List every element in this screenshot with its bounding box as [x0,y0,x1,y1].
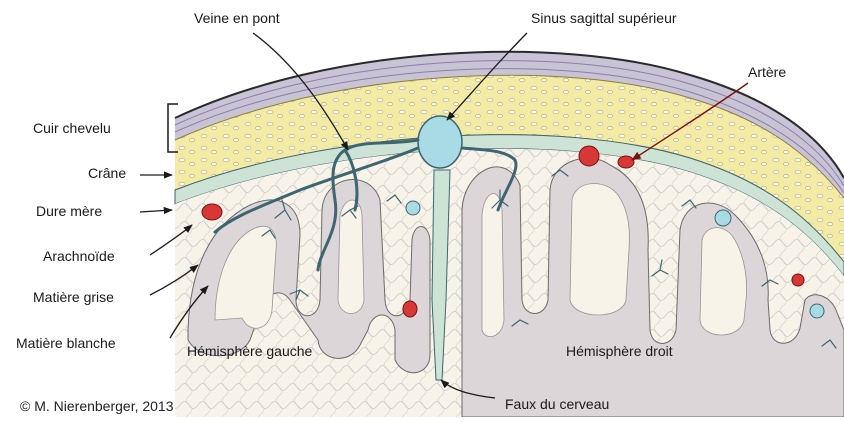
label-falx-cerebri: Faux du cerveau [505,396,609,412]
label-right-hemisphere: Hémisphère droit [566,343,673,359]
label-skull: Crâne [88,165,126,181]
label-white-matter: Matière blanche [16,335,116,351]
label-bridging-vein: Veine en pont [194,10,280,26]
label-arachnoid: Arachnoïde [43,248,115,264]
label-scalp: Cuir chevelu [33,120,111,136]
vein-dot [406,201,420,215]
artery-dot [792,274,804,286]
vein-dot [810,304,824,318]
artery-dot [202,204,222,220]
artery-dot [618,156,634,168]
label-superior-sagittal-sinus: Sinus sagittal supérieur [531,10,677,26]
vein-dot [715,210,731,226]
label-left-hemisphere: Hémisphère gauche [187,343,313,359]
label-grey-matter: Matière grise [33,289,114,305]
label-dura-mater: Dure mère [36,203,102,219]
arrow-dura [140,210,172,212]
label-artery: Artère [748,64,786,80]
artery-dot [579,146,599,166]
credit-text: © M. Nierenberger, 2013 [20,398,174,414]
artery-dot [403,301,417,317]
superior-sagittal-sinus [418,116,462,168]
